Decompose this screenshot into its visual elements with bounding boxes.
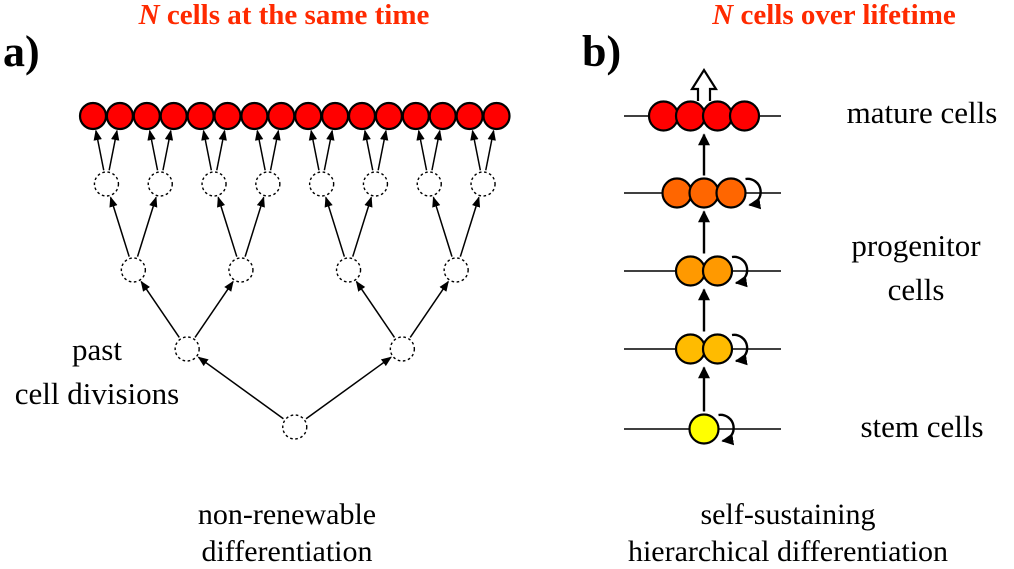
- division-arrow: [470, 129, 482, 171]
- past-cell: [389, 336, 416, 362]
- mature-cell: [105, 101, 135, 131]
- panel-b-title-text: cells over lifetime: [733, 0, 956, 31]
- panel-b-title: N cells over lifetime: [711, 0, 956, 31]
- division-arrow: [109, 196, 130, 257]
- division-arrow: [305, 356, 392, 420]
- mature-cell: [132, 101, 161, 131]
- division-arrow: [324, 196, 346, 257]
- progenitor-1-cell: [674, 333, 707, 365]
- division-arrow: [459, 196, 481, 257]
- past-cell: [335, 257, 362, 283]
- division-arrow: [197, 356, 284, 420]
- mature-cell: [374, 101, 403, 131]
- panel-b-letter: b): [582, 27, 621, 76]
- past-cell: [201, 171, 227, 197]
- division-arrow: [323, 129, 335, 171]
- division-arrow: [269, 129, 281, 171]
- mature-cell: [401, 101, 430, 131]
- progenitor-3-cell: [715, 177, 747, 209]
- division-arrow: [201, 129, 213, 171]
- mature-cell: [78, 101, 108, 131]
- progenitor-2-cell: [674, 255, 707, 287]
- past-cell: [255, 171, 281, 197]
- mature-cell: [647, 100, 680, 132]
- division-arrow: [355, 280, 396, 338]
- division-arrow: [377, 129, 389, 171]
- panel-a-title-variable: N: [138, 0, 161, 31]
- mature-cell: [240, 101, 269, 131]
- self-renewal-arrow: [731, 255, 749, 288]
- panel-b-title-variable: N: [711, 0, 734, 31]
- panel-a-title: N cells at the same time: [138, 0, 430, 31]
- division-tree: [78, 101, 511, 440]
- stem-cell: [688, 413, 720, 445]
- past-cell: [443, 257, 469, 283]
- panel-b-caption-line2: hierarchical differentiation: [628, 535, 948, 568]
- division-arrow: [147, 129, 159, 171]
- division-arrow: [136, 196, 158, 257]
- division-arrow: [140, 280, 180, 338]
- progenitor-1-cell: [701, 333, 734, 365]
- mature-cell: [701, 100, 734, 132]
- stem-cells-label: stem cells: [860, 409, 983, 444]
- progenitor-3-cell: [661, 177, 693, 209]
- progenitor-2-cell: [701, 255, 734, 287]
- panel-a-title-text: cells at the same time: [160, 0, 430, 31]
- division-arrow: [416, 129, 428, 171]
- mature-cell: [482, 101, 511, 131]
- division-arrow: [194, 280, 234, 338]
- mature-cell: [455, 101, 484, 131]
- division-arrow: [244, 196, 265, 257]
- past-cell: [308, 171, 335, 197]
- division-arrow: [432, 196, 453, 257]
- mature-cells-label: mature cells: [847, 95, 998, 130]
- mature-cell: [347, 101, 377, 131]
- mature-cell: [294, 101, 323, 131]
- mature-cell: [428, 101, 457, 131]
- panel-a-letter: a): [3, 27, 40, 76]
- division-arrow: [255, 129, 266, 171]
- division-arrow: [409, 280, 449, 338]
- division-arrow: [431, 129, 443, 171]
- past-cell: [362, 171, 389, 197]
- division-arrow: [93, 129, 105, 171]
- division-arrow: [108, 129, 120, 171]
- division-arrow: [216, 129, 227, 171]
- output-arrow: [690, 67, 718, 101]
- mature-cell: [321, 101, 350, 131]
- mature-cell: [674, 100, 707, 132]
- past-label-line2: cell divisions: [15, 376, 179, 411]
- panel-a-caption-line2: differentiation: [201, 535, 372, 568]
- division-arrow: [485, 129, 496, 171]
- progenitor-label-line2: cells: [888, 272, 945, 307]
- panel-b-caption-line1: self-sustaining: [701, 498, 876, 531]
- hierarchy: [624, 67, 781, 446]
- division-arrow: [362, 129, 374, 171]
- mature-cell: [728, 100, 761, 132]
- mature-cell: [186, 101, 215, 131]
- past-cell: [470, 171, 496, 197]
- self-renewal-arrow: [745, 177, 762, 210]
- past-label-line1: past: [72, 332, 122, 367]
- mature-cell: [213, 101, 242, 131]
- division-arrow: [352, 196, 373, 257]
- past-cell: [416, 171, 442, 197]
- past-cell: [174, 336, 200, 362]
- past-cell: [228, 257, 254, 283]
- progenitor-3-cell: [688, 177, 720, 209]
- past-cell: [147, 171, 173, 197]
- mature-cell: [159, 101, 188, 131]
- mature-cell: [267, 101, 296, 131]
- past-cell: [120, 257, 147, 283]
- progenitor-label-line1: progenitor: [851, 228, 981, 263]
- division-arrow: [162, 129, 174, 171]
- self-renewal-arrow: [731, 333, 749, 366]
- division-arrow: [308, 129, 320, 171]
- past-cell: [282, 414, 308, 440]
- division-arrow: [217, 196, 238, 257]
- panel-a-caption-line1: non-renewable: [198, 498, 376, 531]
- past-cell: [93, 171, 120, 197]
- self-renewal-arrow: [718, 413, 735, 446]
